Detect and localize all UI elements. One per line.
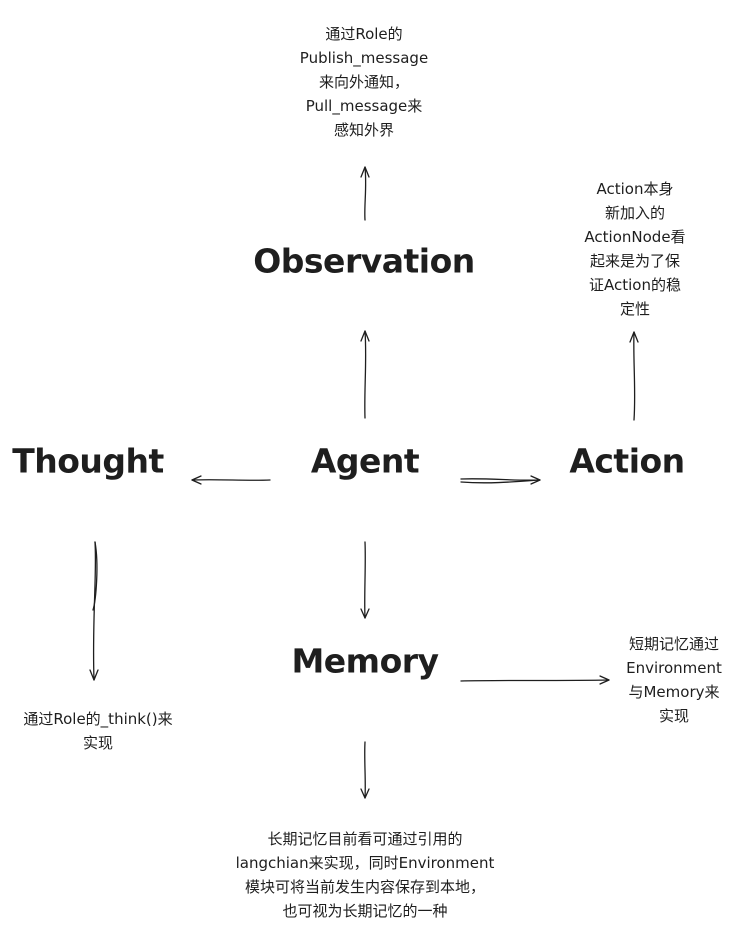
note-line: Environment <box>626 659 722 677</box>
note-line: 证Action的稳 <box>589 276 681 294</box>
note-line: 来向外通知， <box>318 73 410 91</box>
note-short-term-memory: 短期记忆通过 Environment 与Memory来 实现 <box>626 632 722 728</box>
arrowhead-short-term <box>599 675 610 685</box>
arrow-agent-to-thought <box>191 479 271 481</box>
arrow-agent-to-action <box>460 478 541 481</box>
arrow-agent-to-observation <box>364 330 367 419</box>
note-line: 通过Role的_think()来 <box>23 710 173 728</box>
note-line: Publish_message <box>299 49 429 67</box>
node-action: Action <box>569 441 685 481</box>
note-line: 起来是为了保 <box>589 252 681 270</box>
note-line: 模块可将当前发生内容保存到本地， <box>244 878 486 896</box>
note-line: 短期记忆通过 <box>628 635 719 653</box>
note-line: 定性 <box>619 300 651 318</box>
node-thought: Thought <box>12 441 164 481</box>
note-line: 与Memory来 <box>628 683 720 701</box>
arrow-agent-to-memory <box>364 541 366 619</box>
note-line: 实现 <box>658 707 689 725</box>
arrow-thought-to-note <box>92 541 97 681</box>
node-memory: Memory <box>291 641 439 681</box>
arrowhead-long-term <box>360 788 370 799</box>
note-line: 新加入的 <box>604 204 666 222</box>
note-line: Pull_message来 <box>305 97 423 115</box>
node-agent: Agent <box>310 441 420 481</box>
arrow-agent-to-action-sketch <box>460 479 539 484</box>
arrow-observation-to-note <box>364 166 367 221</box>
arrow-memory-to-short-term <box>460 679 610 682</box>
note-line: 通过Role的 <box>325 25 403 43</box>
note-thought: 通过Role的_think()来 实现 <box>23 707 172 755</box>
arrowhead-thought-note <box>89 669 99 681</box>
arrowhead-observation <box>360 330 370 342</box>
note-line: ActionNode看 <box>584 228 686 246</box>
arrowhead-thought <box>191 475 202 485</box>
note-action: Action本身 新加入的 ActionNode看 起来是为了保 证Action… <box>584 177 685 321</box>
arrow-thought-to-note-sketch <box>92 541 98 611</box>
note-long-term-memory: 长期记忆目前看可通过引用的 langchian来实现，同时Environment… <box>236 827 495 923</box>
note-line: langchian来实现，同时Environment <box>235 854 495 872</box>
arrow-action-to-note <box>633 331 636 421</box>
note-observation: 通过Role的 Publish_message 来向外通知， Pull_mess… <box>300 22 428 142</box>
arrowhead-memory <box>360 608 370 619</box>
note-line: 长期记忆目前看可通过引用的 <box>267 830 463 848</box>
arrowhead-observation-note <box>360 166 370 178</box>
note-line: 实现 <box>82 734 113 752</box>
note-line: Action本身 <box>596 180 674 198</box>
note-line: 感知外界 <box>333 121 395 139</box>
note-line: 也可视为长期记忆的一种 <box>282 902 448 920</box>
node-observation: Observation <box>253 241 475 281</box>
arrow-memory-to-long-term <box>364 741 366 799</box>
arrowhead-action <box>530 475 541 485</box>
arrowhead-action-note <box>629 331 639 343</box>
